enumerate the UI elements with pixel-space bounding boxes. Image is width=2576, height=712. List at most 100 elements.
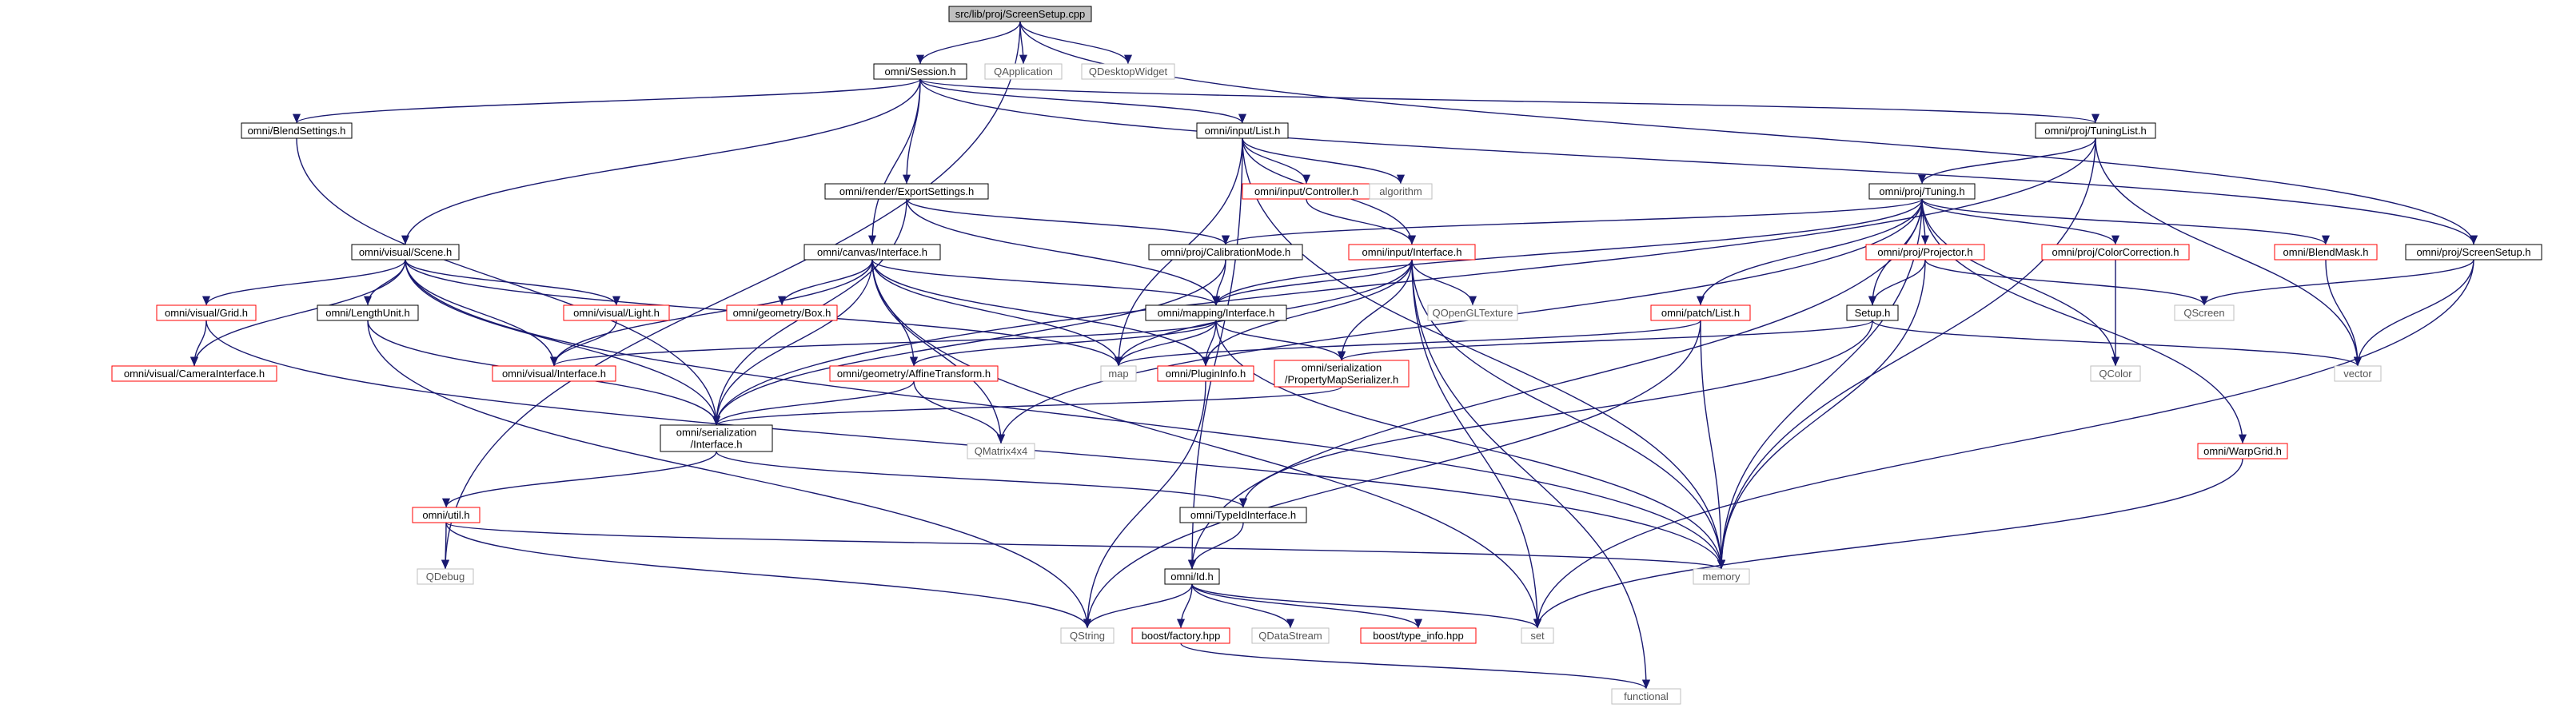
node-label-qopengltexture: QOpenGLTexture bbox=[1433, 307, 1513, 319]
node-canvasinterface[interactable]: omni/canvas/Interface.h bbox=[804, 244, 941, 261]
node-light[interactable]: omni/visual/Light.h bbox=[563, 304, 670, 321]
node-blendmask[interactable]: omni/BlendMask.h bbox=[2274, 244, 2378, 261]
node-label-boosttypeinfo: boost/type_info.hpp bbox=[1373, 630, 1463, 642]
edge-inputcontroller-to-inputinterface bbox=[1306, 198, 1416, 245]
node-grid[interactable]: omni/visual/Grid.h bbox=[156, 304, 257, 321]
node-screensetup[interactable]: omni/proj/ScreenSetup.h bbox=[2405, 244, 2542, 261]
node-setup[interactable]: Setup.h bbox=[1846, 304, 1899, 321]
node-exportsettings[interactable]: omni/render/ExportSettings.h bbox=[824, 183, 989, 200]
node-box-tuninglist bbox=[2035, 122, 2156, 139]
node-box-propmap bbox=[1274, 360, 1410, 388]
node-box-plugininfo bbox=[1157, 365, 1254, 382]
node-mappinginterface[interactable]: omni/mapping/Interface.h bbox=[1145, 304, 1287, 321]
node-label-plugininfo: omni/PluginInfo.h bbox=[1166, 368, 1246, 380]
node-box-algorithm bbox=[1369, 183, 1433, 200]
node-label-propmap: omni/serialization bbox=[1302, 362, 1382, 374]
node-lengthunit[interactable]: omni/LengthUnit.h bbox=[317, 304, 419, 321]
edge-canvasinterface-to-qmatrix bbox=[871, 259, 1006, 444]
node-tuning[interactable]: omni/proj/Tuning.h bbox=[1868, 183, 1976, 200]
node-projector[interactable]: omni/proj/Projector.h bbox=[1865, 244, 1985, 261]
node-label-tuninglist: omni/proj/TuningList.h bbox=[2044, 125, 2146, 137]
node-qstring: QString bbox=[1060, 627, 1115, 644]
edge-canvasinterface-to-mappinginterface bbox=[871, 259, 1220, 306]
node-plugininfo[interactable]: omni/PluginInfo.h bbox=[1157, 365, 1254, 382]
node-box-screensetup bbox=[2405, 244, 2542, 261]
node-label-inputinterface: omni/input/Interface.h bbox=[1362, 246, 1461, 258]
edge-inputinterface-to-qopengltexture bbox=[1411, 259, 1477, 306]
node-label-affine: omni/geometry/AffineTransform.h bbox=[837, 368, 991, 380]
node-box-vector bbox=[2334, 365, 2382, 382]
edge-setup-to-typeid bbox=[1239, 320, 1873, 508]
node-label-inputcontroller: omni/input/Controller.h bbox=[1254, 185, 1358, 197]
node-label-session: omni/Session.h bbox=[885, 66, 956, 78]
node-scene[interactable]: omni/visual/Scene.h bbox=[351, 244, 460, 261]
node-box-qscreen bbox=[2174, 304, 2235, 321]
node-serintf[interactable]: omni/serialization/Interface.h bbox=[660, 424, 773, 452]
node-calibrationmode[interactable]: omni/proj/CalibrationMode.h bbox=[1148, 244, 1303, 261]
node-typeid[interactable]: omni/TypeIdInterface.h bbox=[1179, 507, 1307, 523]
node-label-visualintf: omni/visual/Interface.h bbox=[502, 368, 606, 380]
node-qopengltexture: QOpenGLTexture bbox=[1427, 304, 1518, 321]
node-box-affine bbox=[829, 365, 999, 382]
node-label-omniid: omni/Id.h bbox=[1170, 571, 1213, 583]
edge-scene-to-cameraintf bbox=[190, 259, 406, 367]
node-boostfactory[interactable]: boost/factory.hpp bbox=[1131, 627, 1230, 644]
node-label-propmap: /PropertyMapSerializer.h bbox=[1285, 374, 1398, 386]
node-box-qcolor bbox=[2090, 365, 2141, 382]
edge-session-to-scene bbox=[401, 78, 921, 245]
edge-tuning-to-blendmask bbox=[1921, 198, 2330, 245]
node-box-scene bbox=[351, 244, 460, 261]
node-qdatastream: QDataStream bbox=[1251, 627, 1330, 644]
node-session[interactable]: omni/Session.h bbox=[873, 63, 967, 80]
edge-projector-to-qscreen bbox=[1924, 259, 2208, 306]
node-box-box bbox=[726, 304, 838, 321]
edge-exportsettings-to-calibrationmode bbox=[906, 198, 1230, 245]
node-qdebug: QDebug bbox=[417, 568, 474, 585]
node-cameraintf[interactable]: omni/visual/CameraInterface.h bbox=[111, 365, 277, 382]
node-label-cameraintf: omni/visual/CameraInterface.h bbox=[124, 368, 265, 380]
node-qdesktopwidget: QDesktopWidget bbox=[1081, 63, 1175, 80]
node-inputlist[interactable]: omni/input/List.h bbox=[1196, 122, 1289, 139]
node-box-exportsettings bbox=[824, 183, 989, 200]
edge-tuning-to-qmatrix bbox=[997, 198, 1923, 444]
node-root[interactable]: src/lib/proj/ScreenSetup.cpp bbox=[948, 6, 1092, 22]
node-util[interactable]: omni/util.h bbox=[412, 507, 481, 523]
node-qmatrix: QMatrix4x4 bbox=[967, 443, 1035, 459]
node-functional: functional bbox=[1611, 688, 1681, 705]
node-box-light bbox=[563, 304, 670, 321]
node-qcolor: QColor bbox=[2090, 365, 2141, 382]
node-inputcontroller[interactable]: omni/input/Controller.h bbox=[1242, 183, 1371, 200]
node-visualintf[interactable]: omni/visual/Interface.h bbox=[492, 365, 616, 382]
node-label-inputlist: omni/input/List.h bbox=[1205, 125, 1281, 137]
node-patchlist[interactable]: omni/patch/List.h bbox=[1650, 304, 1751, 321]
node-colorcorrection[interactable]: omni/proj/ColorCorrection.h bbox=[2041, 244, 2190, 261]
node-warpgrid[interactable]: omni/WarpGrid.h bbox=[2197, 443, 2288, 459]
node-box-warpgrid bbox=[2197, 443, 2288, 459]
node-blendsettings[interactable]: omni/BlendSettings.h bbox=[241, 122, 353, 139]
edge-warpgrid-to-set bbox=[1533, 458, 2243, 629]
node-boosttypeinfo[interactable]: boost/type_info.hpp bbox=[1360, 627, 1477, 644]
node-label-root: src/lib/proj/ScreenSetup.cpp bbox=[955, 8, 1086, 20]
node-inputinterface[interactable]: omni/input/Interface.h bbox=[1348, 244, 1476, 261]
node-tuninglist[interactable]: omni/proj/TuningList.h bbox=[2035, 122, 2156, 139]
node-box-typeid bbox=[1179, 507, 1307, 523]
edge-tuning-to-warpgrid bbox=[1921, 198, 2247, 444]
edge-omniid-to-boostfactory bbox=[1176, 583, 1193, 629]
node-affine[interactable]: omni/geometry/AffineTransform.h bbox=[829, 365, 999, 382]
edge-screensetup-to-set bbox=[1533, 259, 2474, 629]
node-label-scene: omni/visual/Scene.h bbox=[359, 246, 452, 258]
node-box-projector bbox=[1865, 244, 1985, 261]
edge-scene-to-visualintf bbox=[405, 259, 559, 367]
node-box-omniid bbox=[1164, 568, 1220, 585]
edge-inputlist-to-algorithm bbox=[1242, 137, 1405, 185]
node-box[interactable]: omni/geometry/Box.h bbox=[726, 304, 838, 321]
edge-setup-to-propmap bbox=[1338, 320, 1873, 361]
edge-session-to-screensetup bbox=[919, 78, 2478, 245]
node-omniid[interactable]: omni/Id.h bbox=[1164, 568, 1220, 585]
edge-tuninglist-to-vector bbox=[2095, 137, 2363, 367]
node-label-qstring: QString bbox=[1070, 630, 1105, 642]
edge-omniid-to-boosttypeinfo bbox=[1191, 583, 1422, 629]
node-propmap[interactable]: omni/serialization/PropertyMapSerializer… bbox=[1274, 360, 1410, 388]
node-label-qdebug: QDebug bbox=[426, 571, 465, 583]
node-label-vector: vector bbox=[2343, 368, 2372, 380]
